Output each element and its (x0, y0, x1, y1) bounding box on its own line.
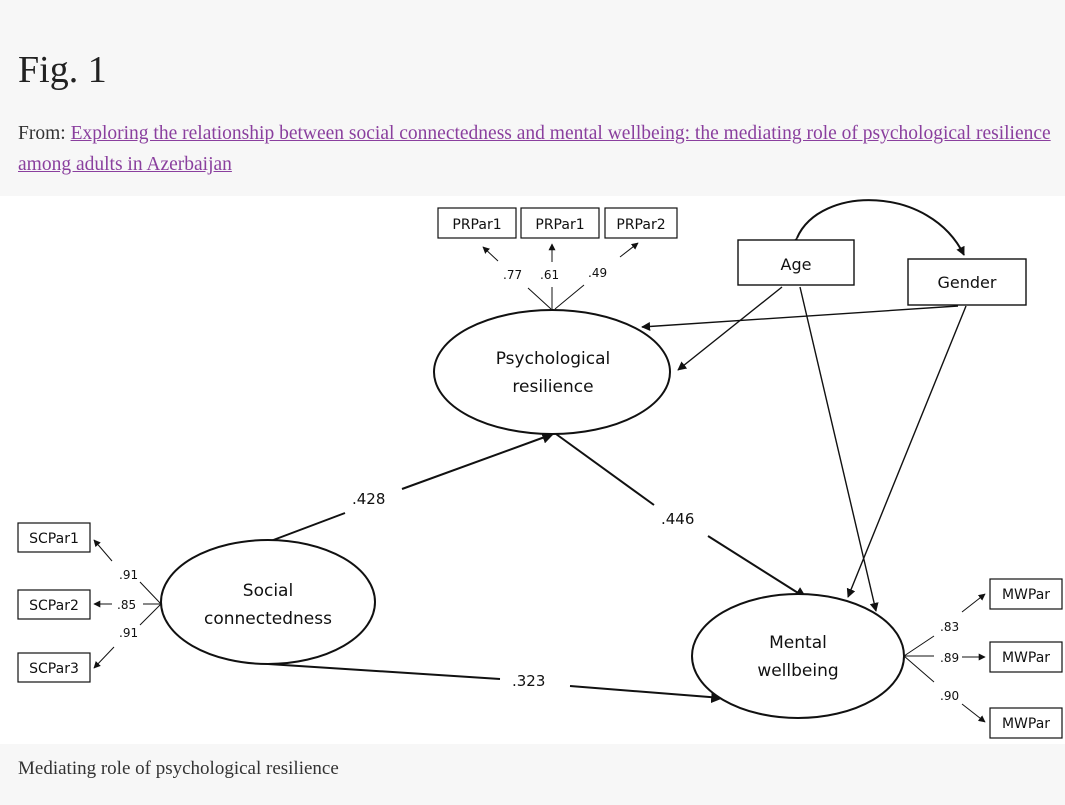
indicator-scpar1-label: SCPar1 (29, 531, 79, 547)
loading-pr1-line (527, 287, 552, 310)
latent-psychological-resilience (433, 309, 671, 435)
loading-sc2-value: .85 (117, 598, 136, 612)
source-line: From: Exploring the relationship between… (18, 118, 1058, 180)
latent-resilience-label-1: Psychological (496, 349, 611, 369)
from-prefix: From: (18, 123, 71, 144)
indicator-scpar3-label: SCPar3 (29, 661, 79, 677)
indicator-mwpar-2-box (989, 641, 1063, 673)
loading-pr3-value: .49 (588, 266, 607, 280)
loading-sc1-value: .91 (119, 568, 138, 582)
loading-pr1-value: .77 (503, 268, 522, 282)
indicator-mwpar-1-box (989, 578, 1063, 610)
loading-sc1-arrow (93, 539, 113, 562)
sem-diagram-svg: .428 .446 .323 Psychological resilience … (17, 199, 1063, 739)
covariate-age-box (737, 239, 855, 286)
indicator-prpar1-b-label: PRPar1 (535, 217, 584, 233)
loading-pr1-arrow (482, 246, 499, 262)
loading-mw3-value: .90 (940, 689, 959, 703)
indicator-prpar1-b-box (520, 207, 600, 239)
coef-social-to-wellbeing: .323 (512, 672, 545, 690)
loading-mw3-arrow (961, 703, 986, 723)
indicator-mwpar-1-label: MWPar (1002, 587, 1050, 603)
indicator-scpar2-label: SCPar2 (29, 598, 79, 614)
loading-sc3-value: .91 (119, 626, 138, 640)
latent-wellbeing-label-2: wellbeing (757, 661, 838, 681)
path-social-to-wellbeing (267, 663, 501, 680)
indicator-scpar1-box (17, 522, 91, 553)
indicator-prpar2-box (604, 207, 678, 239)
covariate-gender-label: Gender (938, 273, 997, 292)
covariate-gender-box (907, 258, 1027, 306)
coef-social-to-resilience: .428 (352, 490, 385, 508)
coef-resilience-to-wellbeing: .446 (661, 510, 694, 528)
covariate-age-label: Age (781, 255, 812, 274)
loading-mw3-line (903, 655, 935, 683)
latent-mental-wellbeing (691, 593, 905, 719)
path-resilience-to-wellbeing-head (707, 535, 808, 599)
path-gender-to-resilience (641, 305, 959, 331)
indicator-prpar2-label: PRPar2 (616, 217, 665, 233)
indicator-prpar1-a-label: PRPar1 (452, 217, 501, 233)
indicator-scpar3-box (17, 652, 91, 683)
path-social-to-resilience (267, 512, 346, 543)
loading-pr3-arrow (619, 242, 639, 258)
path-resilience-to-wellbeing (555, 433, 655, 506)
loading-mw1-value: .83 (940, 620, 959, 634)
loading-mw2-value: .89 (940, 651, 959, 665)
path-age-to-resilience (677, 286, 783, 371)
loading-pr2-value: .61 (540, 268, 559, 282)
path-social-to-wellbeing-head (569, 685, 724, 704)
loading-sc3-arrow (93, 646, 115, 669)
loading-sc1-line (139, 581, 162, 605)
path-social-to-resilience-head (401, 432, 555, 490)
latent-social-label-1: Social (243, 581, 293, 601)
loading-pr3-line (554, 284, 585, 310)
path-age-to-wellbeing (799, 286, 879, 612)
latent-resilience-label-2: resilience (512, 377, 593, 397)
indicator-prpar1-a-box (437, 207, 517, 239)
loading-mw1-arrow (961, 593, 986, 613)
figure-caption: Mediating role of psychological resilien… (18, 758, 339, 779)
latent-social-label-2: connectedness (204, 609, 332, 629)
latent-social-connectedness (160, 539, 376, 665)
path-gender-to-wellbeing (846, 305, 967, 598)
figure-title: Fig. 1 (18, 49, 107, 91)
covariance-age-gender (789, 199, 965, 256)
indicator-scpar2-box (17, 589, 91, 620)
indicator-mwpar-2-label: MWPar (1002, 650, 1050, 666)
loading-sc3-line (139, 603, 162, 626)
source-article-link[interactable]: Exploring the relationship between socia… (18, 123, 1051, 175)
latent-wellbeing-label-1: Mental (769, 633, 827, 653)
indicator-mwpar-3-label: MWPar (1002, 716, 1050, 732)
sem-diagram: .428 .446 .323 Psychological resilience … (0, 196, 1065, 744)
indicator-mwpar-3-box (989, 707, 1063, 739)
loading-mw1-line (903, 635, 935, 657)
